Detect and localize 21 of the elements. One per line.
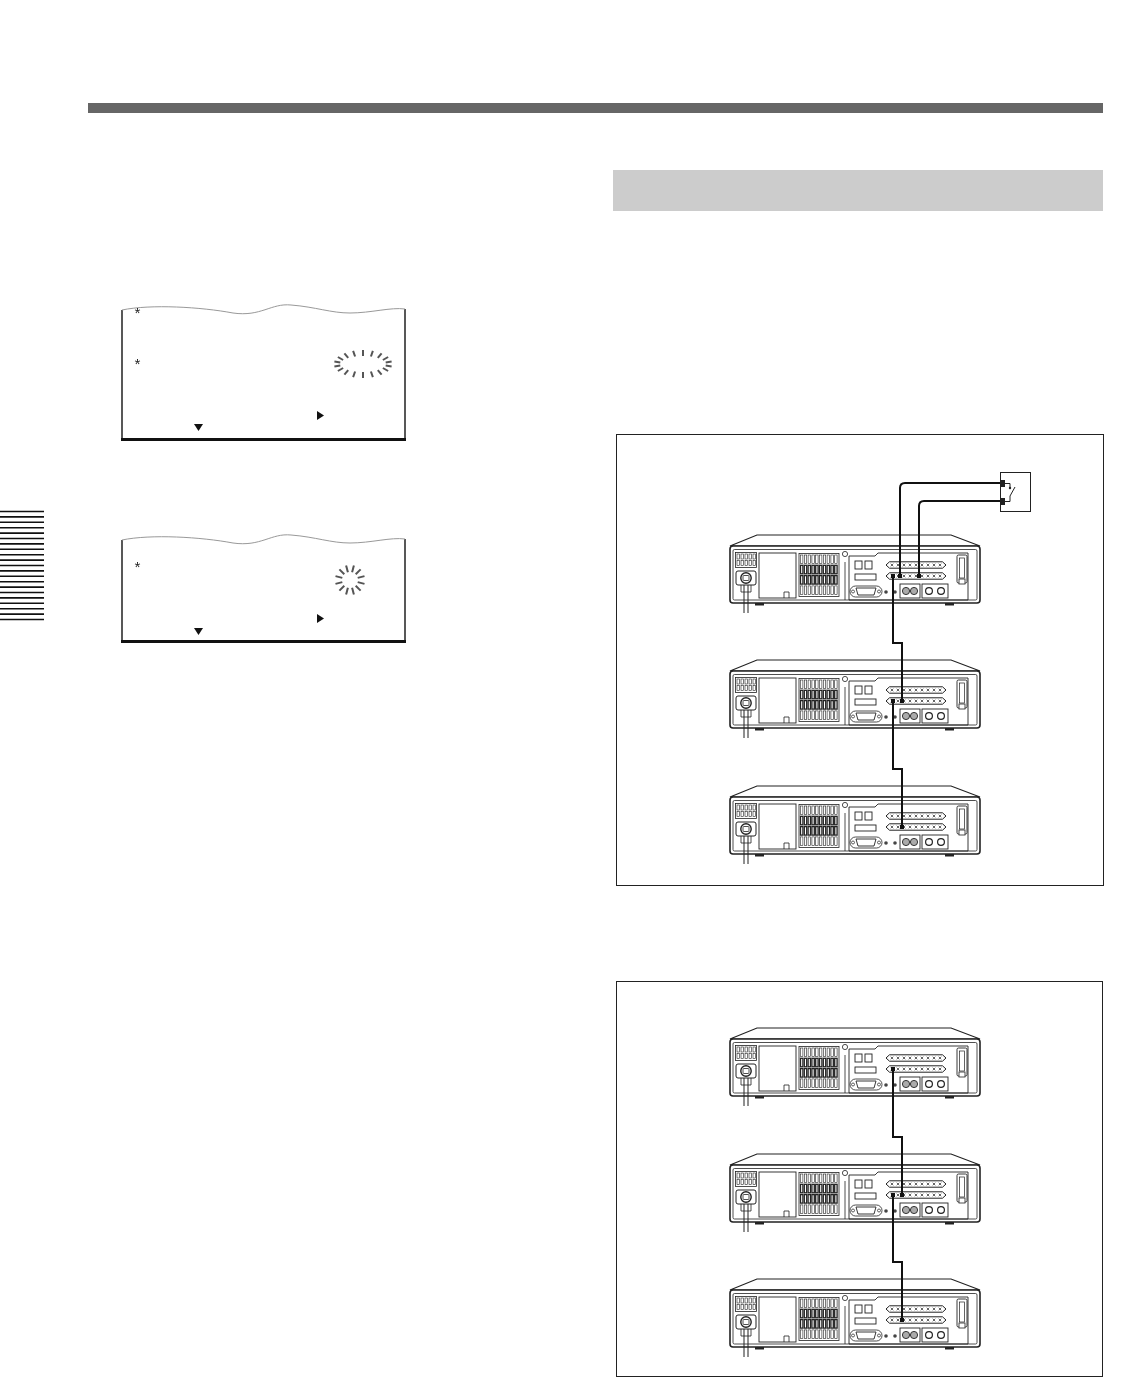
menu-screen: [121, 303, 406, 441]
vcr-rear-panel-drawing: [729, 1278, 981, 1357]
vcr-rear-panel-drawing: [729, 534, 981, 613]
cable: [918, 500, 1001, 535]
vcr-rear-panel-drawing: [729, 1153, 981, 1232]
cable: [892, 1231, 903, 1279]
cable: [892, 612, 903, 660]
figure-frame: [616, 434, 1104, 886]
menu-asterisk: *: [133, 359, 142, 374]
section-heading-bar: [613, 170, 1103, 211]
vcr-rear-panel-drawing: [729, 785, 981, 864]
menu-screen: [121, 533, 406, 643]
cable: [892, 737, 903, 786]
cable: [899, 482, 1001, 535]
vcr-rear-panel-drawing: [729, 659, 981, 738]
vcr-rear-panel-drawing: [729, 1027, 981, 1106]
cable: [892, 1105, 903, 1154]
switch-box: [1000, 472, 1031, 512]
menu-asterisk: *: [133, 562, 142, 577]
menu-asterisk: *: [133, 308, 142, 323]
figure-frame: [616, 981, 1103, 1377]
